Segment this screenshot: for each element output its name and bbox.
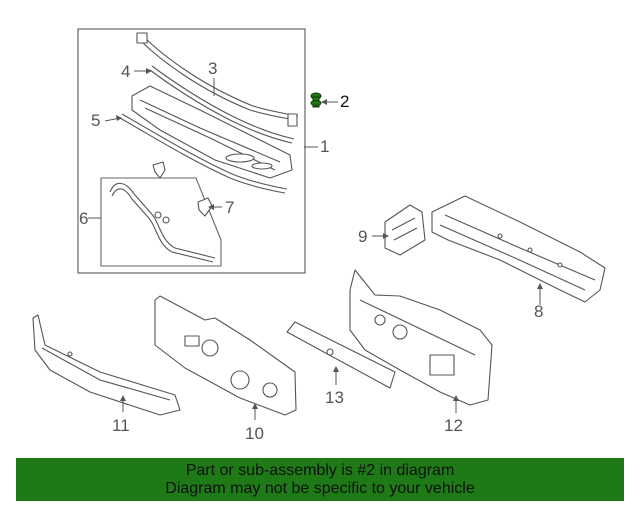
parts-diagram [32, 28, 606, 420]
insulator-part-13 [286, 321, 396, 389]
dash-lower-part-10 [154, 295, 297, 416]
callout-12[interactable]: 12 [444, 416, 463, 435]
callout-9[interactable]: 9 [358, 227, 368, 246]
seal-strip-part-3 [136, 32, 299, 127]
callout-2[interactable]: 2 [340, 92, 350, 111]
assembly-1-box [77, 28, 306, 274]
callout-7[interactable]: 7 [225, 198, 235, 217]
side-member-part-11 [32, 314, 181, 416]
callout-5[interactable]: 5 [91, 111, 101, 130]
callout-6[interactable]: 6 [79, 209, 89, 228]
assembly-6-box [100, 177, 222, 267]
seal-strip-part-5 [119, 113, 288, 194]
clip-part-7 [197, 197, 213, 217]
dash-panel-part-12 [349, 269, 493, 406]
callout-4[interactable]: 4 [121, 62, 131, 81]
clip-icon [152, 161, 166, 179]
cowl-panel-part-1 [131, 85, 293, 179]
bracket-part-9 [384, 204, 426, 256]
washer-hose-part-6 [109, 182, 216, 263]
callout-13[interactable]: 13 [325, 388, 344, 407]
banner-line-1: Part or sub-assembly is #2 in diagram [185, 461, 455, 479]
callout-8[interactable]: 8 [534, 302, 544, 321]
callout-10[interactable]: 10 [245, 424, 264, 443]
leader-lines [88, 68, 543, 420]
callout-11[interactable]: 11 [112, 416, 130, 435]
callout-1[interactable]: 1 [320, 137, 330, 156]
cowl-top-part-8 [431, 195, 606, 303]
seal-strip-part-4 [149, 65, 295, 144]
fastener-part-2-icon [310, 92, 322, 108]
callout-3[interactable]: 3 [208, 59, 218, 78]
info-banner: Part or sub-assembly is #2 in diagram Di… [16, 458, 624, 501]
banner-line-2: Diagram may not be specific to your vehi… [165, 479, 475, 497]
